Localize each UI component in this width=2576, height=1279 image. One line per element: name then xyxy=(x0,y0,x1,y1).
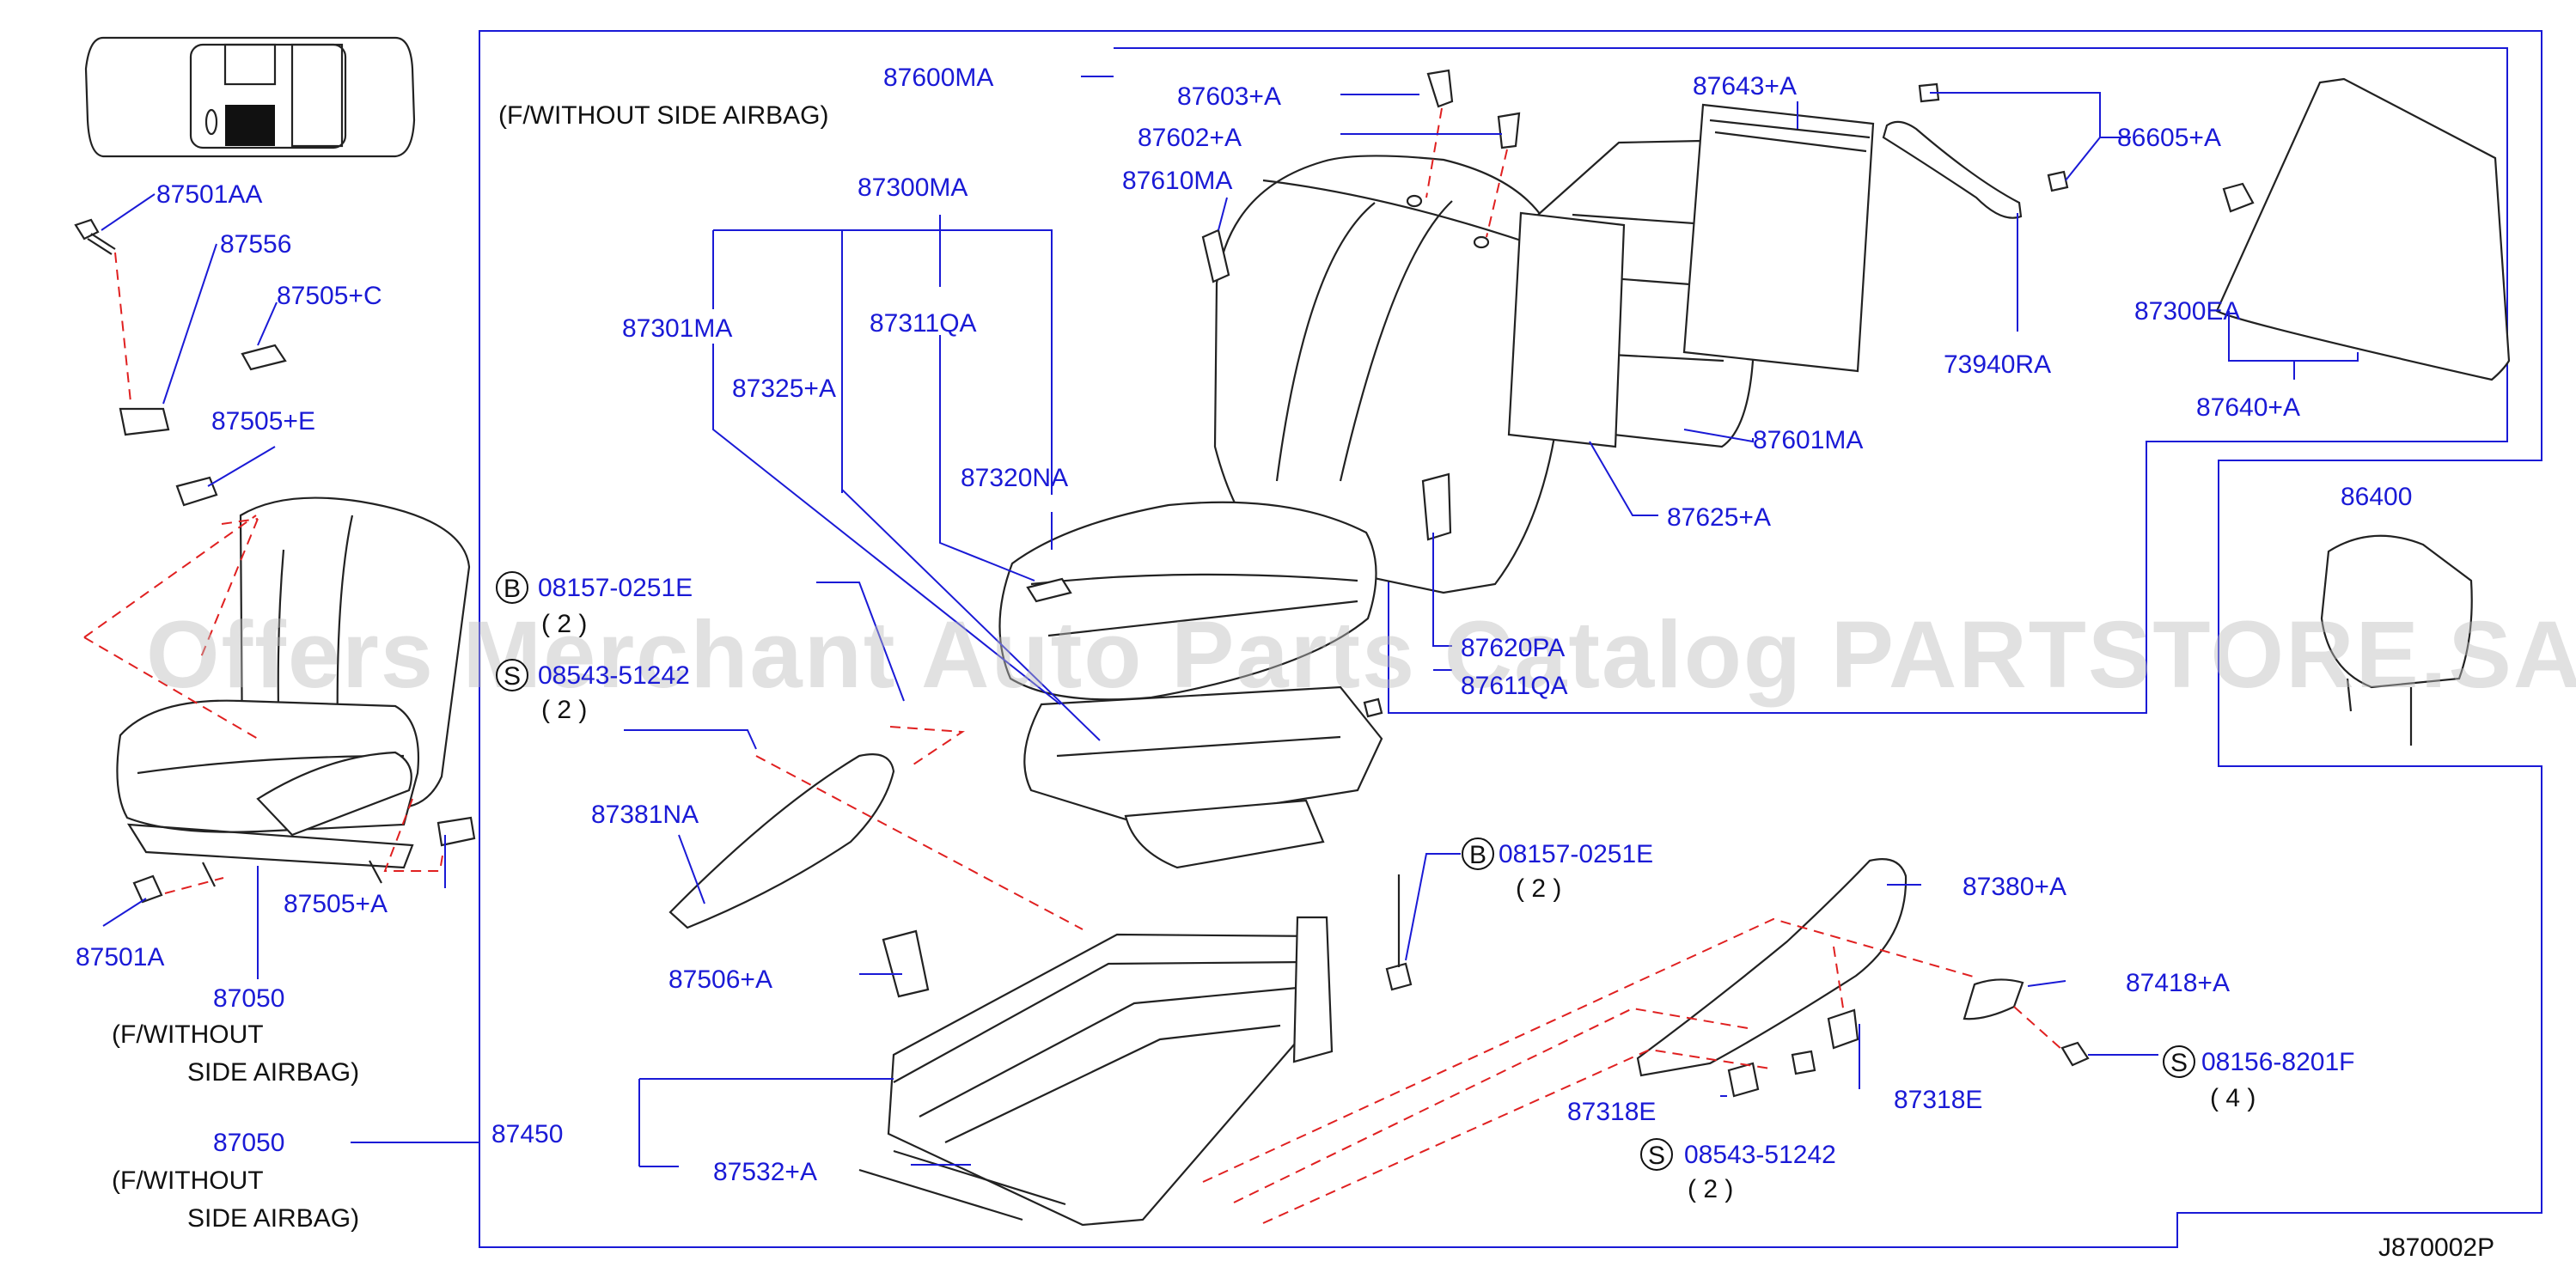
circle-s3: S xyxy=(1648,1142,1665,1170)
note-side-airbag-2: SIDE AIRBAG) xyxy=(187,1204,359,1233)
part-labels: 87501AA 87556 87505+C 87505+E 87505+A 87… xyxy=(76,64,2412,1186)
qty-4: ( 2 ) xyxy=(1688,1175,1733,1203)
qty-3: ( 2 ) xyxy=(1516,874,1561,903)
part-label-86605A[interactable]: 86605+A xyxy=(2117,124,2221,152)
part-label-87505C[interactable]: 87505+C xyxy=(277,282,382,310)
part-label-87501A[interactable]: 87501A xyxy=(76,943,164,971)
note-without-side-airbag-top: (F/WITHOUT SIDE AIRBAG) xyxy=(498,101,828,130)
watermark-text: Offers Merchant Auto Parts Catalog PARTS… xyxy=(146,602,2576,708)
part-label-87556[interactable]: 87556 xyxy=(220,230,291,259)
circle-s2: S xyxy=(2170,1049,2188,1077)
part-label-87050-a[interactable]: 87050 xyxy=(213,984,284,1013)
part-label-87311QA[interactable]: 87311QA xyxy=(870,309,977,338)
part-label-08543-51242-b[interactable]: 08543-51242 xyxy=(1684,1141,1836,1169)
circle-s1: S xyxy=(504,662,521,691)
notes: (F/WITHOUT SIDE AIRBAG) (F/WITHOUT SIDE … xyxy=(112,101,2494,1262)
part-label-87600MA[interactable]: 87600MA xyxy=(883,64,993,92)
part-label-87380A[interactable]: 87380+A xyxy=(1963,873,2066,901)
part-label-87300MA[interactable]: 87300MA xyxy=(858,174,968,202)
part-label-87320NA[interactable]: 87320NA xyxy=(961,464,1068,492)
part-label-87381NA[interactable]: 87381NA xyxy=(591,801,699,829)
note-without-1: (F/WITHOUT xyxy=(112,1020,264,1049)
vehicle-top-view-icon xyxy=(84,36,416,158)
part-label-87505E[interactable]: 87505+E xyxy=(211,407,315,435)
left-small-parts xyxy=(74,218,287,507)
part-label-08157-0251E-a[interactable]: 08157-0251E xyxy=(538,574,693,602)
part-label-87640A[interactable]: 87640+A xyxy=(2196,393,2300,422)
part-label-87506A[interactable]: 87506+A xyxy=(668,965,772,994)
part-label-87625A[interactable]: 87625+A xyxy=(1667,503,1771,532)
part-label-08156-8201F[interactable]: 08156-8201F xyxy=(2201,1048,2354,1076)
part-label-87610MA[interactable]: 87610MA xyxy=(1122,167,1232,195)
part-label-87325A[interactable]: 87325+A xyxy=(732,375,836,403)
part-label-73940RA[interactable]: 73940RA xyxy=(1944,350,2051,379)
seat-rail-icon xyxy=(668,753,1413,1227)
part-label-87532A[interactable]: 87532+A xyxy=(713,1158,817,1186)
leader-lines xyxy=(101,92,2359,1167)
part-label-87603A[interactable]: 87603+A xyxy=(1177,82,1281,111)
part-label-87450[interactable]: 87450 xyxy=(491,1120,563,1148)
part-label-87050-b[interactable]: 87050 xyxy=(213,1129,284,1157)
note-side-airbag-1: SIDE AIRBAG) xyxy=(187,1058,359,1087)
part-label-87418A[interactable]: 87418+A xyxy=(2126,969,2230,997)
circle-markers: B S B S S xyxy=(496,571,2195,1171)
seat-assembly-icon xyxy=(83,496,476,904)
part-label-87601MA[interactable]: 87601MA xyxy=(1753,426,1863,454)
part-label-08543-51242-a[interactable]: 08543-51242 xyxy=(538,661,690,690)
note-without-2: (F/WITHOUT xyxy=(112,1166,264,1195)
qty-2: ( 2 ) xyxy=(541,696,587,724)
part-label-87300EA[interactable]: 87300EA xyxy=(2134,297,2240,326)
headrest-icon xyxy=(2320,534,2473,746)
part-label-87501AA[interactable]: 87501AA xyxy=(156,180,262,209)
seat-back-icon xyxy=(1213,155,1566,594)
part-label-87643A[interactable]: 87643+A xyxy=(1693,72,1797,100)
catalog-code: J870002P xyxy=(2378,1233,2494,1262)
part-label-87505A[interactable]: 87505+A xyxy=(284,890,388,918)
part-label-87301MA[interactable]: 87301MA xyxy=(622,314,732,343)
seat-back-frame-icon xyxy=(1201,69,1875,448)
part-label-87602A[interactable]: 87602+A xyxy=(1138,124,1242,152)
back-panel-icon xyxy=(1882,77,2511,381)
seat-cushion-icon xyxy=(998,501,1383,869)
part-label-87611QA[interactable]: 87611QA xyxy=(1461,672,1568,700)
qty-1: ( 2 ) xyxy=(541,610,587,638)
circle-b2: B xyxy=(1469,841,1486,869)
part-label-87318E-b[interactable]: 87318E xyxy=(1894,1086,1982,1114)
part-label-87318E-a[interactable]: 87318E xyxy=(1567,1098,1656,1126)
frame-lines xyxy=(351,30,2542,1248)
part-label-87620PA[interactable]: 87620PA xyxy=(1461,634,1565,662)
part-label-86400[interactable]: 86400 xyxy=(2341,483,2412,511)
part-label-08157-0251E-b[interactable]: 08157-0251E xyxy=(1499,840,1653,868)
qty-5: ( 4 ) xyxy=(2210,1084,2256,1112)
assembly-guide-lines xyxy=(755,726,2063,1224)
circle-b1: B xyxy=(504,575,521,603)
